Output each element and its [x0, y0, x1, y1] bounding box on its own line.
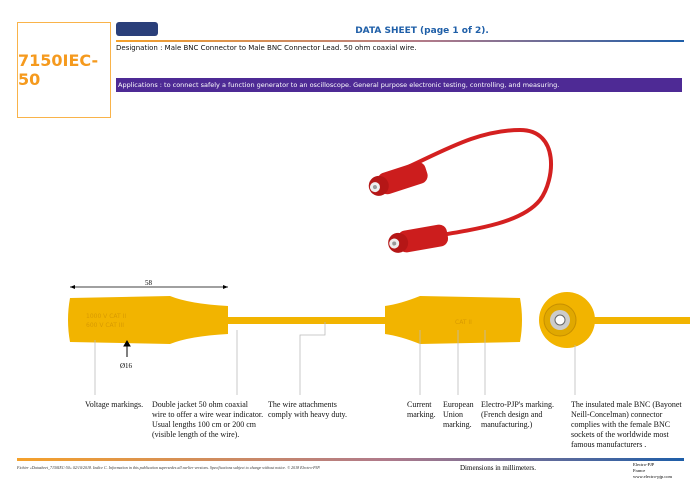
page-title: DATA SHEET (page 1 of 2). — [355, 26, 489, 36]
note-coaxial-wire: Double jacket 50 ohm coaxial wire to off… — [152, 400, 264, 439]
note-pjp-marking: Electro-PJP's marking. (French design an… — [481, 400, 554, 429]
footer-legal: Fichier «Datasheet_7150IEC-50» 02/10/201… — [17, 465, 321, 470]
voltage-marking-2: 600 V CAT III — [86, 322, 124, 329]
note-current-marking: Current marking. — [407, 400, 436, 419]
footer-company: Electro-PJP France www.electro-pjp.com — [633, 462, 672, 480]
reference-box: 7150IEC-50 — [17, 22, 111, 118]
footer-dimensions-note: Dimensions in millimeters. — [460, 464, 537, 472]
company-logo — [116, 22, 158, 36]
voltage-marking-1: 1000 V CAT II — [86, 313, 126, 320]
company-website[interactable]: www.electro-pjp.com — [633, 474, 672, 479]
designation: Designation : Male BNC Connector to Male… — [116, 44, 417, 52]
note-bnc-connector: The insulated male BNC (Bayonet Neill-Co… — [571, 400, 682, 449]
red-lead-photo — [368, 127, 553, 253]
company-country: France — [633, 468, 646, 473]
note-wire-attachments: The wire attachments comply with heavy d… — [268, 400, 348, 419]
diameter-dimension: Ø16 — [120, 362, 133, 370]
header-divider — [116, 40, 684, 42]
product-reference: 7150IEC-50 — [18, 51, 99, 89]
applications-band: Applications : to connect safely a funct… — [116, 78, 682, 92]
leader-lines — [94, 322, 576, 395]
note-eu-marking: European Union marking. — [443, 400, 474, 429]
note-voltage-markings: Voltage markings. — [85, 400, 144, 409]
footer-divider — [17, 458, 684, 461]
length-dimension: 58 — [145, 279, 153, 287]
yellow-lead-drawing: 1000 V CAT II 600 V CAT III CAT II 58 Ø1… — [68, 279, 690, 370]
company-name: Electro-PJP — [633, 462, 655, 467]
cat-marking: CAT II — [455, 319, 472, 326]
